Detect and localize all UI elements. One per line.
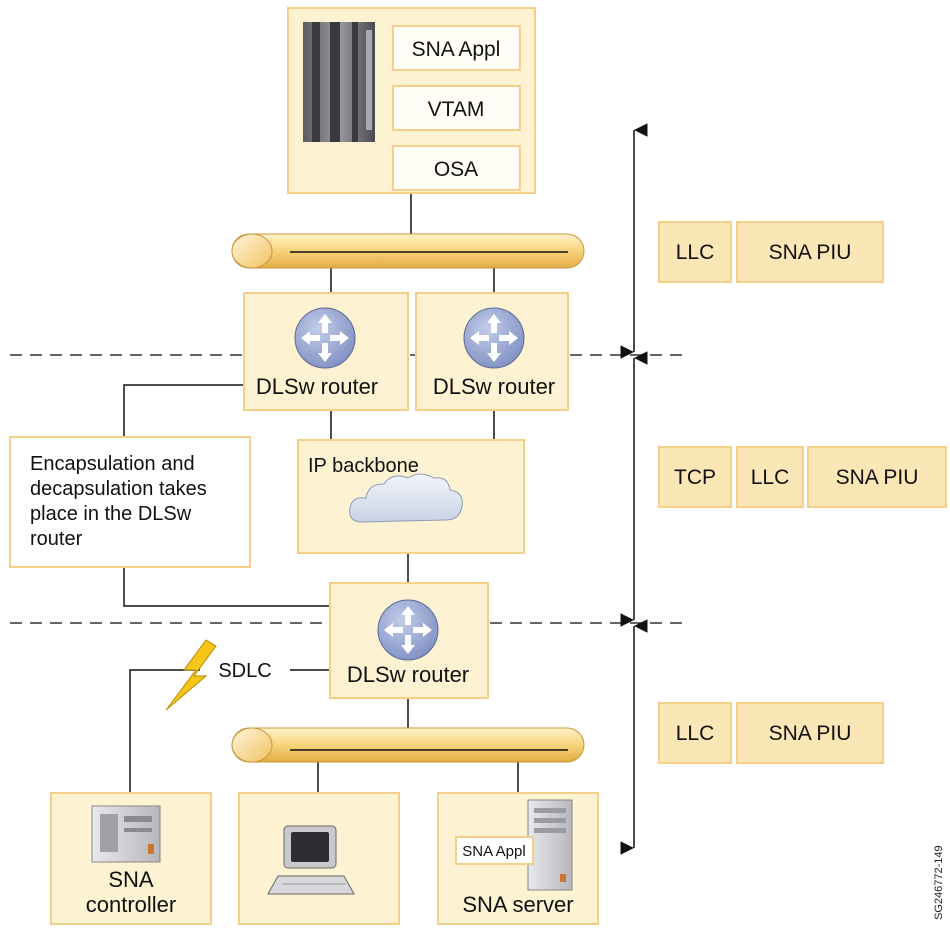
host-layer-box <box>392 85 521 131</box>
note-line: Encapsulation and <box>30 453 195 475</box>
device-label: SNA <box>108 867 154 892</box>
sdlc-label: SDLC <box>218 660 271 682</box>
host-layer-box <box>392 145 521 191</box>
host-layer-label: OSA <box>434 158 478 181</box>
controller-icon <box>91 805 161 863</box>
frame-field: LLC <box>676 241 715 264</box>
note-line: router <box>30 528 83 550</box>
figure-id: SG246772-149 <box>933 845 945 920</box>
workstation-icon <box>267 825 355 895</box>
device-label: SNA server <box>462 892 573 917</box>
lan-bus-bottom <box>231 727 585 763</box>
device-label: controller <box>86 892 176 917</box>
note-line: decapsulation takes <box>30 478 207 500</box>
frame-field: LLC <box>676 722 715 745</box>
server-app-box <box>455 836 534 865</box>
frame-bottom <box>658 702 884 764</box>
router-icon <box>463 307 525 369</box>
router-label: DLSw router <box>347 662 469 687</box>
note-line: place in the DLSw <box>30 503 192 525</box>
frame-field: TCP <box>674 466 716 489</box>
frame-top <box>658 221 884 283</box>
frame-field: SNA PIU <box>769 241 852 264</box>
host-layer-box <box>392 25 521 71</box>
mainframe-icon <box>303 22 375 142</box>
lan-bus-top <box>231 233 585 269</box>
router-label: DLSw router <box>433 374 555 399</box>
lightning-icon <box>165 639 217 711</box>
frame-field: LLC <box>751 466 790 489</box>
router-label: DLSw router <box>256 374 378 399</box>
server-icon <box>527 799 573 891</box>
frame-field: SNA PIU <box>769 722 852 745</box>
host-layer-label: VTAM <box>428 98 485 121</box>
ip-backbone-label: IP backbone <box>308 455 419 477</box>
frame-middle <box>658 446 947 508</box>
host-layer-label: SNA Appl <box>412 38 501 61</box>
router-icon <box>294 307 356 369</box>
router-icon <box>377 599 439 661</box>
server-app-label: SNA Appl <box>462 843 525 860</box>
frame-field: SNA PIU <box>836 466 919 489</box>
cloud-icon <box>349 473 463 523</box>
note-box <box>9 436 251 568</box>
